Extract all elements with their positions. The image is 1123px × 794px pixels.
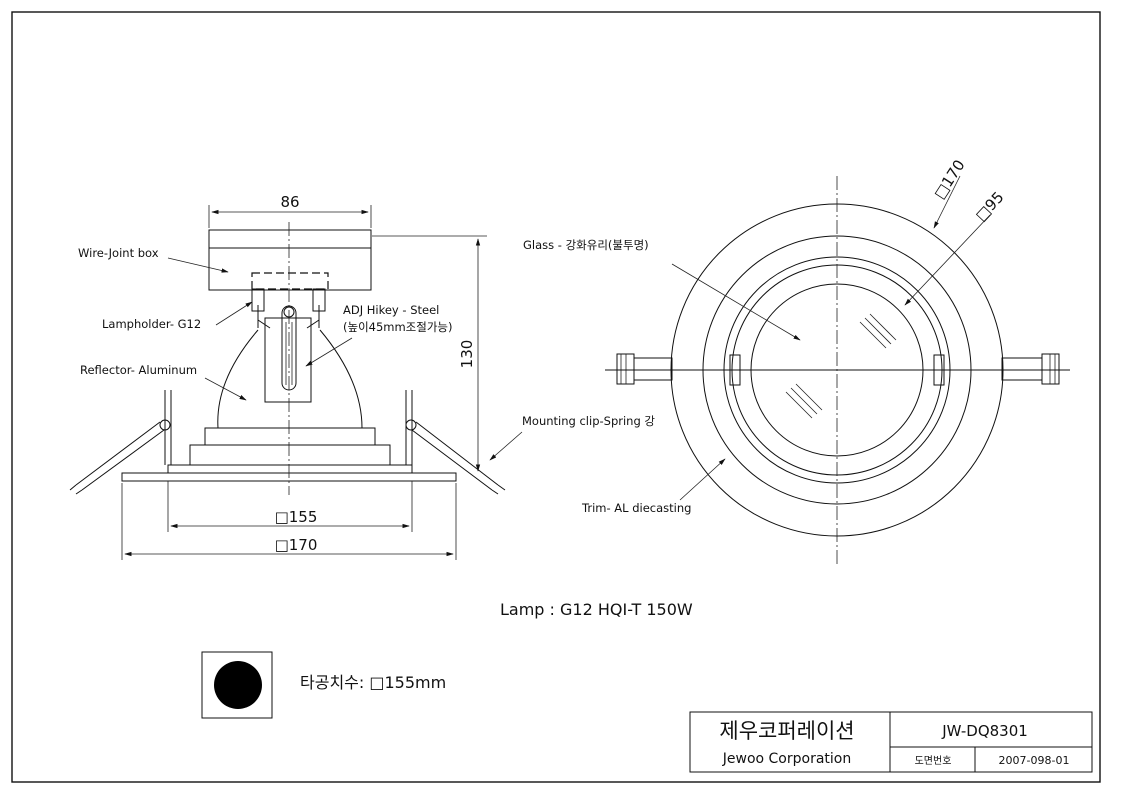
- base-step-top: [204, 427, 376, 446]
- label-adj-hikey-2: (높이45mm조절가능): [343, 320, 453, 334]
- dim-top-width: 86: [280, 193, 299, 211]
- lampholder-cap: [251, 272, 329, 290]
- cutout-spec: 타공치수: □155mm: [300, 673, 446, 692]
- dim-outer-170: □170: [275, 536, 318, 554]
- base-step-bottom: [189, 444, 391, 466]
- clip-stub-left: [616, 353, 635, 385]
- reflector: [217, 329, 259, 429]
- cutout-hole-icon: [214, 661, 262, 709]
- drawing-border: [11, 11, 1101, 783]
- adj-hikey-bracket: [264, 317, 312, 403]
- label-trim: Trim- AL diecasting: [581, 501, 691, 515]
- label-mounting-clip: Mounting clip-Spring 강: [522, 414, 655, 428]
- company-name-en: Jewoo Corporation: [722, 751, 851, 767]
- dim-plan-95: □95: [972, 188, 1008, 225]
- trim-flange: [167, 464, 413, 474]
- dim-cutout-155: □155: [275, 508, 318, 526]
- wire-joint-box-body: [208, 229, 372, 291]
- label-adj-hikey-1: ADJ Hikey - Steel: [343, 303, 439, 317]
- label-glass: Glass - 강화유리(불투명): [523, 238, 649, 252]
- label-wire-joint-box: Wire-Joint box: [78, 246, 159, 260]
- plan-view: □170 □95 Glass - 강화유리(불투명) Trim- AL diec…: [523, 156, 1070, 565]
- model-number: JW-DQ8301: [941, 722, 1028, 740]
- lamp-spec: Lamp : G12 HQI-T 150W: [500, 600, 693, 619]
- dim-plan-170: □170: [930, 156, 968, 202]
- label-reflector: Reflector- Aluminum: [80, 363, 197, 377]
- clip-stub-right: [1041, 353, 1060, 385]
- drawing-no-label: 도면번호: [915, 755, 952, 767]
- drawing-number: 2007-098-01: [999, 754, 1070, 767]
- dim-height: 130: [458, 340, 476, 369]
- cutout-symbol-box: [201, 651, 273, 719]
- company-name-kr: 제우코퍼레이션: [719, 719, 854, 743]
- label-lampholder: Lampholder- G12: [102, 317, 201, 331]
- title-block: 제우코퍼레이션 Jewoo Corporation JW-DQ8301 도면번호…: [689, 711, 1093, 773]
- side-view: 86 130 □155 □170 Wire-Joint box Lamphold…: [69, 193, 655, 560]
